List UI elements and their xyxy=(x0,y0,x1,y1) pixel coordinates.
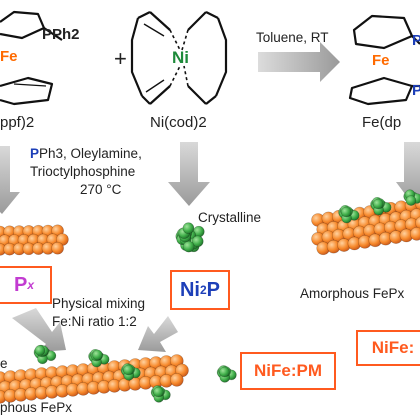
fepx-box-p: P xyxy=(13,273,28,296)
p-label-right-bottom: P xyxy=(412,82,420,99)
ni2p-particle xyxy=(405,195,417,206)
nife-composite-right xyxy=(311,189,420,256)
fepx-particle xyxy=(51,241,64,255)
conditions-line3: 270 °C xyxy=(80,182,122,197)
fepx-particles-left xyxy=(0,224,69,256)
nifepm-box: NiFe:PM xyxy=(240,352,336,390)
amorphous-right-text: Amorphous FePx xyxy=(300,286,405,301)
fepx-box-sub: x xyxy=(27,278,35,292)
physical-mixing-label: Physical mixing xyxy=(52,296,146,311)
fepx-particle xyxy=(415,216,420,230)
ni2p-cluster xyxy=(175,222,205,253)
fe-label-left: Fe xyxy=(0,48,18,65)
ni2p-box-ni: Ni xyxy=(179,278,200,301)
conditions-line1: PPh3, Oleylamine, xyxy=(30,146,142,161)
pph2-label: PPh2 xyxy=(42,26,80,43)
arrow-top-right xyxy=(258,42,340,82)
dppf-right-molecule xyxy=(348,14,420,106)
ni2p-particle xyxy=(34,345,46,356)
p-label-right-top: P xyxy=(412,32,420,49)
left-cut-label: e xyxy=(0,356,8,371)
arrow-fepx-to-mix xyxy=(12,308,66,352)
dppf-left-name: ppf)2 xyxy=(0,114,35,131)
arrow-ni2p-to-mix xyxy=(138,316,178,352)
arrow-nicod-down xyxy=(168,142,210,206)
toluene-label: Toluene, RT xyxy=(256,30,329,45)
ni2p-particle xyxy=(92,349,103,361)
ni-label: Ni xyxy=(172,48,189,67)
arrow-left-down xyxy=(0,146,20,214)
ni2p-particle xyxy=(182,240,195,253)
fepx-particle xyxy=(170,373,184,387)
fepx-particle xyxy=(410,227,420,241)
amorphous-bottom-label: phous FePx xyxy=(0,400,72,415)
nifepm-mixture xyxy=(0,344,237,404)
conditions-line1-rest: Ph3, Oleylamine, xyxy=(39,146,142,161)
amorphous-bottom-text: phous FePx xyxy=(0,400,73,415)
dppf-right-name: Fe(dp xyxy=(362,114,402,131)
conditions-line2: Trioctylphosphine xyxy=(30,164,136,179)
amorphous-right-label: Amorphous FePx xyxy=(300,286,404,301)
ni2p-particle xyxy=(123,364,134,376)
ni2p-particle xyxy=(153,386,164,398)
ratio-label: Fe:Ni ratio 1:2 xyxy=(52,314,137,329)
arrow-right-down xyxy=(396,142,420,206)
nife-right-box: NiFe: xyxy=(356,330,420,366)
dppf-left-molecule xyxy=(0,10,63,106)
ni2p-particle xyxy=(340,206,352,218)
ni2p-particle xyxy=(372,198,384,210)
ni2p-particle xyxy=(182,222,195,234)
ni2p-box-p: P xyxy=(206,278,221,301)
fe-label-right: Fe xyxy=(372,52,390,69)
ni2p-particle xyxy=(219,366,230,378)
ni2p-particle xyxy=(191,235,204,248)
crystalline-label: Crystalline xyxy=(198,210,262,225)
ni2p-box-sub: 2 xyxy=(199,283,207,297)
nicod-name: Ni(cod)2 xyxy=(150,114,207,131)
phosphorus-letter: P xyxy=(30,146,40,161)
plus-sign: + xyxy=(114,46,127,71)
nicod-molecule xyxy=(130,11,228,105)
